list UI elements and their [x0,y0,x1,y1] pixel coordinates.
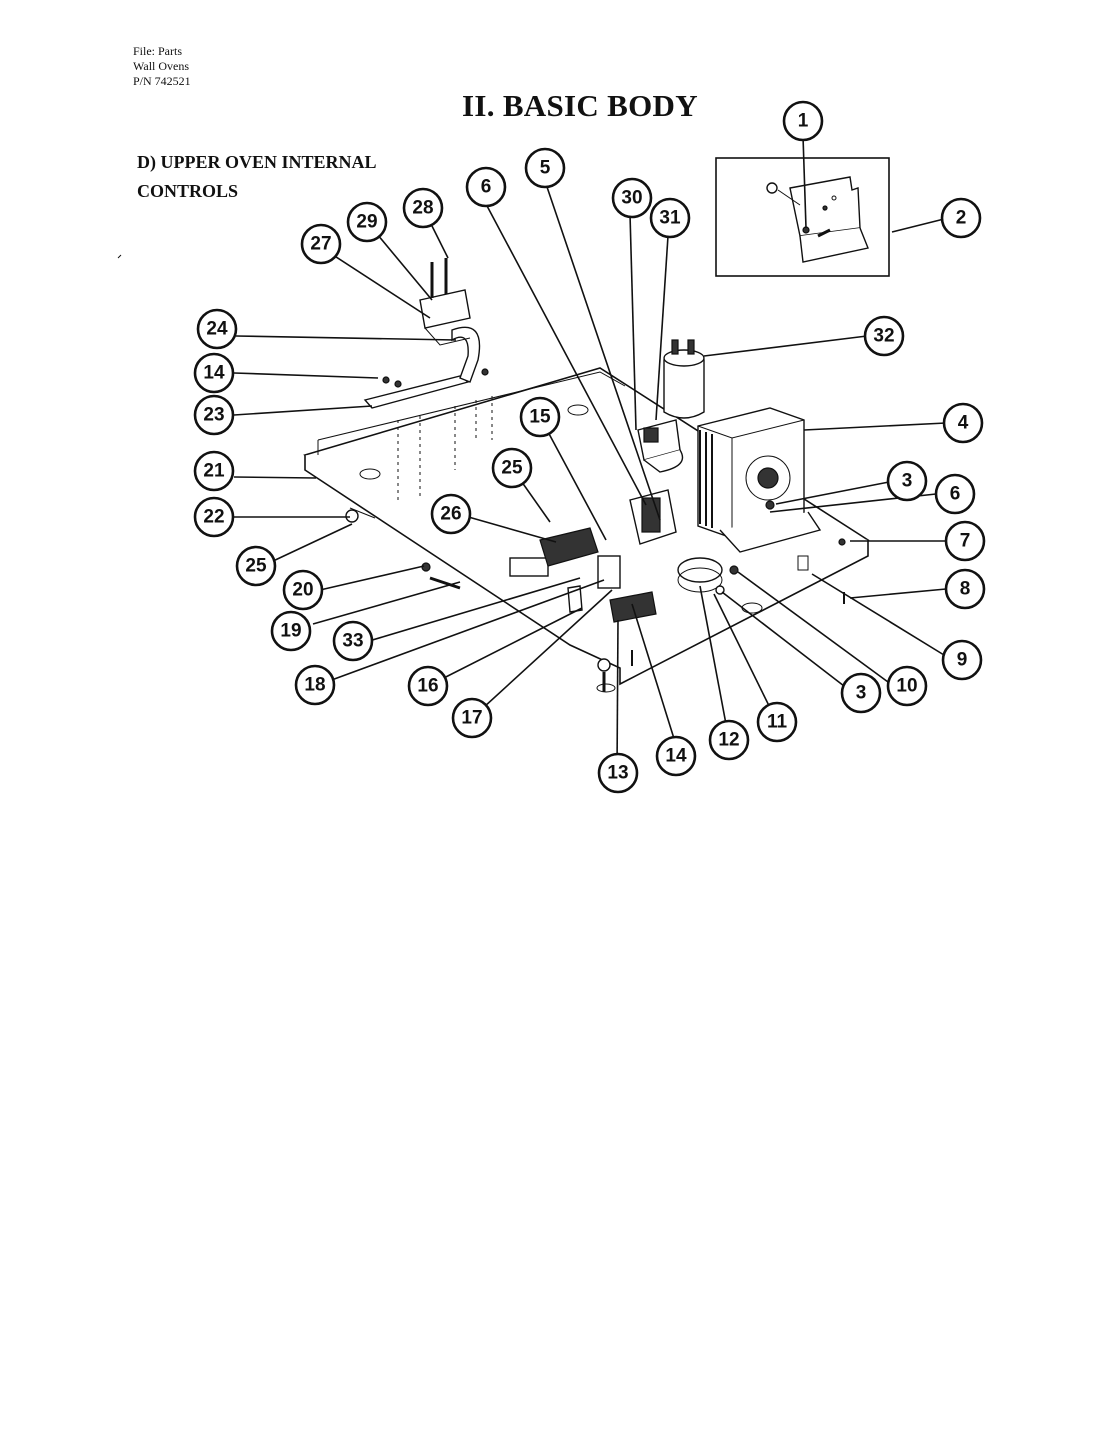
callout-21: 21 [193,450,235,492]
callout-11: 11 [756,701,798,743]
callout-25: 25 [491,447,533,489]
callout-13: 13 [597,752,639,794]
svg-text:16: 16 [417,676,438,697]
svg-text:3: 3 [902,471,913,492]
callout-2: 2 [940,197,982,239]
svg-text:29: 29 [356,212,377,233]
svg-text:17: 17 [461,708,482,729]
leader-lines [233,135,947,773]
callout-8: 8 [944,568,986,610]
svg-text:22: 22 [203,507,224,528]
callout-17: 17 [451,697,493,739]
callout-9: 9 [941,639,983,681]
callout-6: 6 [465,166,507,208]
callout-19: 19 [270,610,312,652]
svg-text:25: 25 [501,458,523,479]
svg-text:14: 14 [203,363,225,384]
svg-text:27: 27 [310,234,331,255]
svg-text:23: 23 [203,405,224,426]
callout-6: 6 [934,473,976,515]
svg-text:3: 3 [856,683,867,704]
svg-text:32: 32 [873,326,894,347]
callout-3: 3 [886,460,928,502]
svg-text:21: 21 [203,461,225,482]
callout-18: 18 [294,664,336,706]
svg-text:4: 4 [958,413,969,434]
capacitor-and-relay [637,339,705,473]
svg-text:11: 11 [767,712,788,733]
callout-14: 14 [655,735,697,777]
callout-23: 23 [193,394,235,436]
file-line-3: P/N 742521 [133,74,191,88]
svg-text:31: 31 [659,208,681,229]
svg-text:8: 8 [960,579,971,600]
svg-text:18: 18 [304,675,325,696]
svg-text:15: 15 [529,407,551,428]
callout-labels: 1 2 3 3 4 5 6 6 7 8 9 10 11 12 13 14 14 … [193,100,986,794]
file-info: File: Parts Wall Ovens P/N 742521 [133,44,191,89]
callout-14: 14 [193,352,235,394]
svg-text:6: 6 [950,484,961,505]
callout-1: 1 [782,100,824,142]
callout-28: 28 [402,187,444,229]
callout-12: 12 [708,719,750,761]
callout-24: 24 [196,308,238,350]
callout-27: 27 [300,223,342,265]
callout-26: 26 [430,493,472,535]
svg-text:12: 12 [718,730,739,751]
callout-33: 33 [332,620,374,662]
callout-4: 4 [942,402,984,444]
page-title: II. BASIC BODY [462,88,698,123]
svg-text:2: 2 [956,208,967,229]
svg-text:10: 10 [896,676,917,697]
callout-20: 20 [282,569,324,611]
svg-text:7: 7 [960,531,971,552]
callout-10: 10 [886,665,928,707]
callout-25: 25 [235,545,277,587]
callout-31: 31 [649,197,691,239]
svg-text:30: 30 [621,188,642,209]
transformer [697,407,822,553]
svg-text:26: 26 [440,504,461,525]
svg-text:14: 14 [665,746,687,767]
svg-text:6: 6 [481,177,492,198]
svg-text:28: 28 [412,198,433,219]
callout-15: 15 [519,396,561,438]
section-title: D) UPPER OVEN INTERNAL CONTROLS [137,148,377,206]
callout-16: 16 [407,665,449,707]
svg-text:33: 33 [342,631,363,652]
callout-3: 3 [840,672,882,714]
svg-text:20: 20 [292,580,313,601]
inset-detail-box [715,157,890,277]
svg-text:24: 24 [206,319,228,340]
section-title-line-2: CONTROLS [137,181,239,201]
callout-22: 22 [193,496,235,538]
svg-text:9: 9 [957,650,968,671]
callout-5: 5 [524,147,566,189]
svg-text:13: 13 [607,763,628,784]
stray-mark [117,254,122,259]
section-title-line-1: D) UPPER OVEN INTERNAL [137,152,377,172]
callout-7: 7 [944,520,986,562]
callout-30: 30 [611,177,653,219]
file-line-1: File: Parts [133,44,183,58]
svg-text:25: 25 [245,556,267,577]
callout-29: 29 [346,201,388,243]
svg-text:1: 1 [798,111,809,132]
svg-text:19: 19 [280,621,301,642]
svg-text:5: 5 [540,158,551,179]
file-line-2: Wall Ovens [133,59,190,73]
callout-32: 32 [863,315,905,357]
